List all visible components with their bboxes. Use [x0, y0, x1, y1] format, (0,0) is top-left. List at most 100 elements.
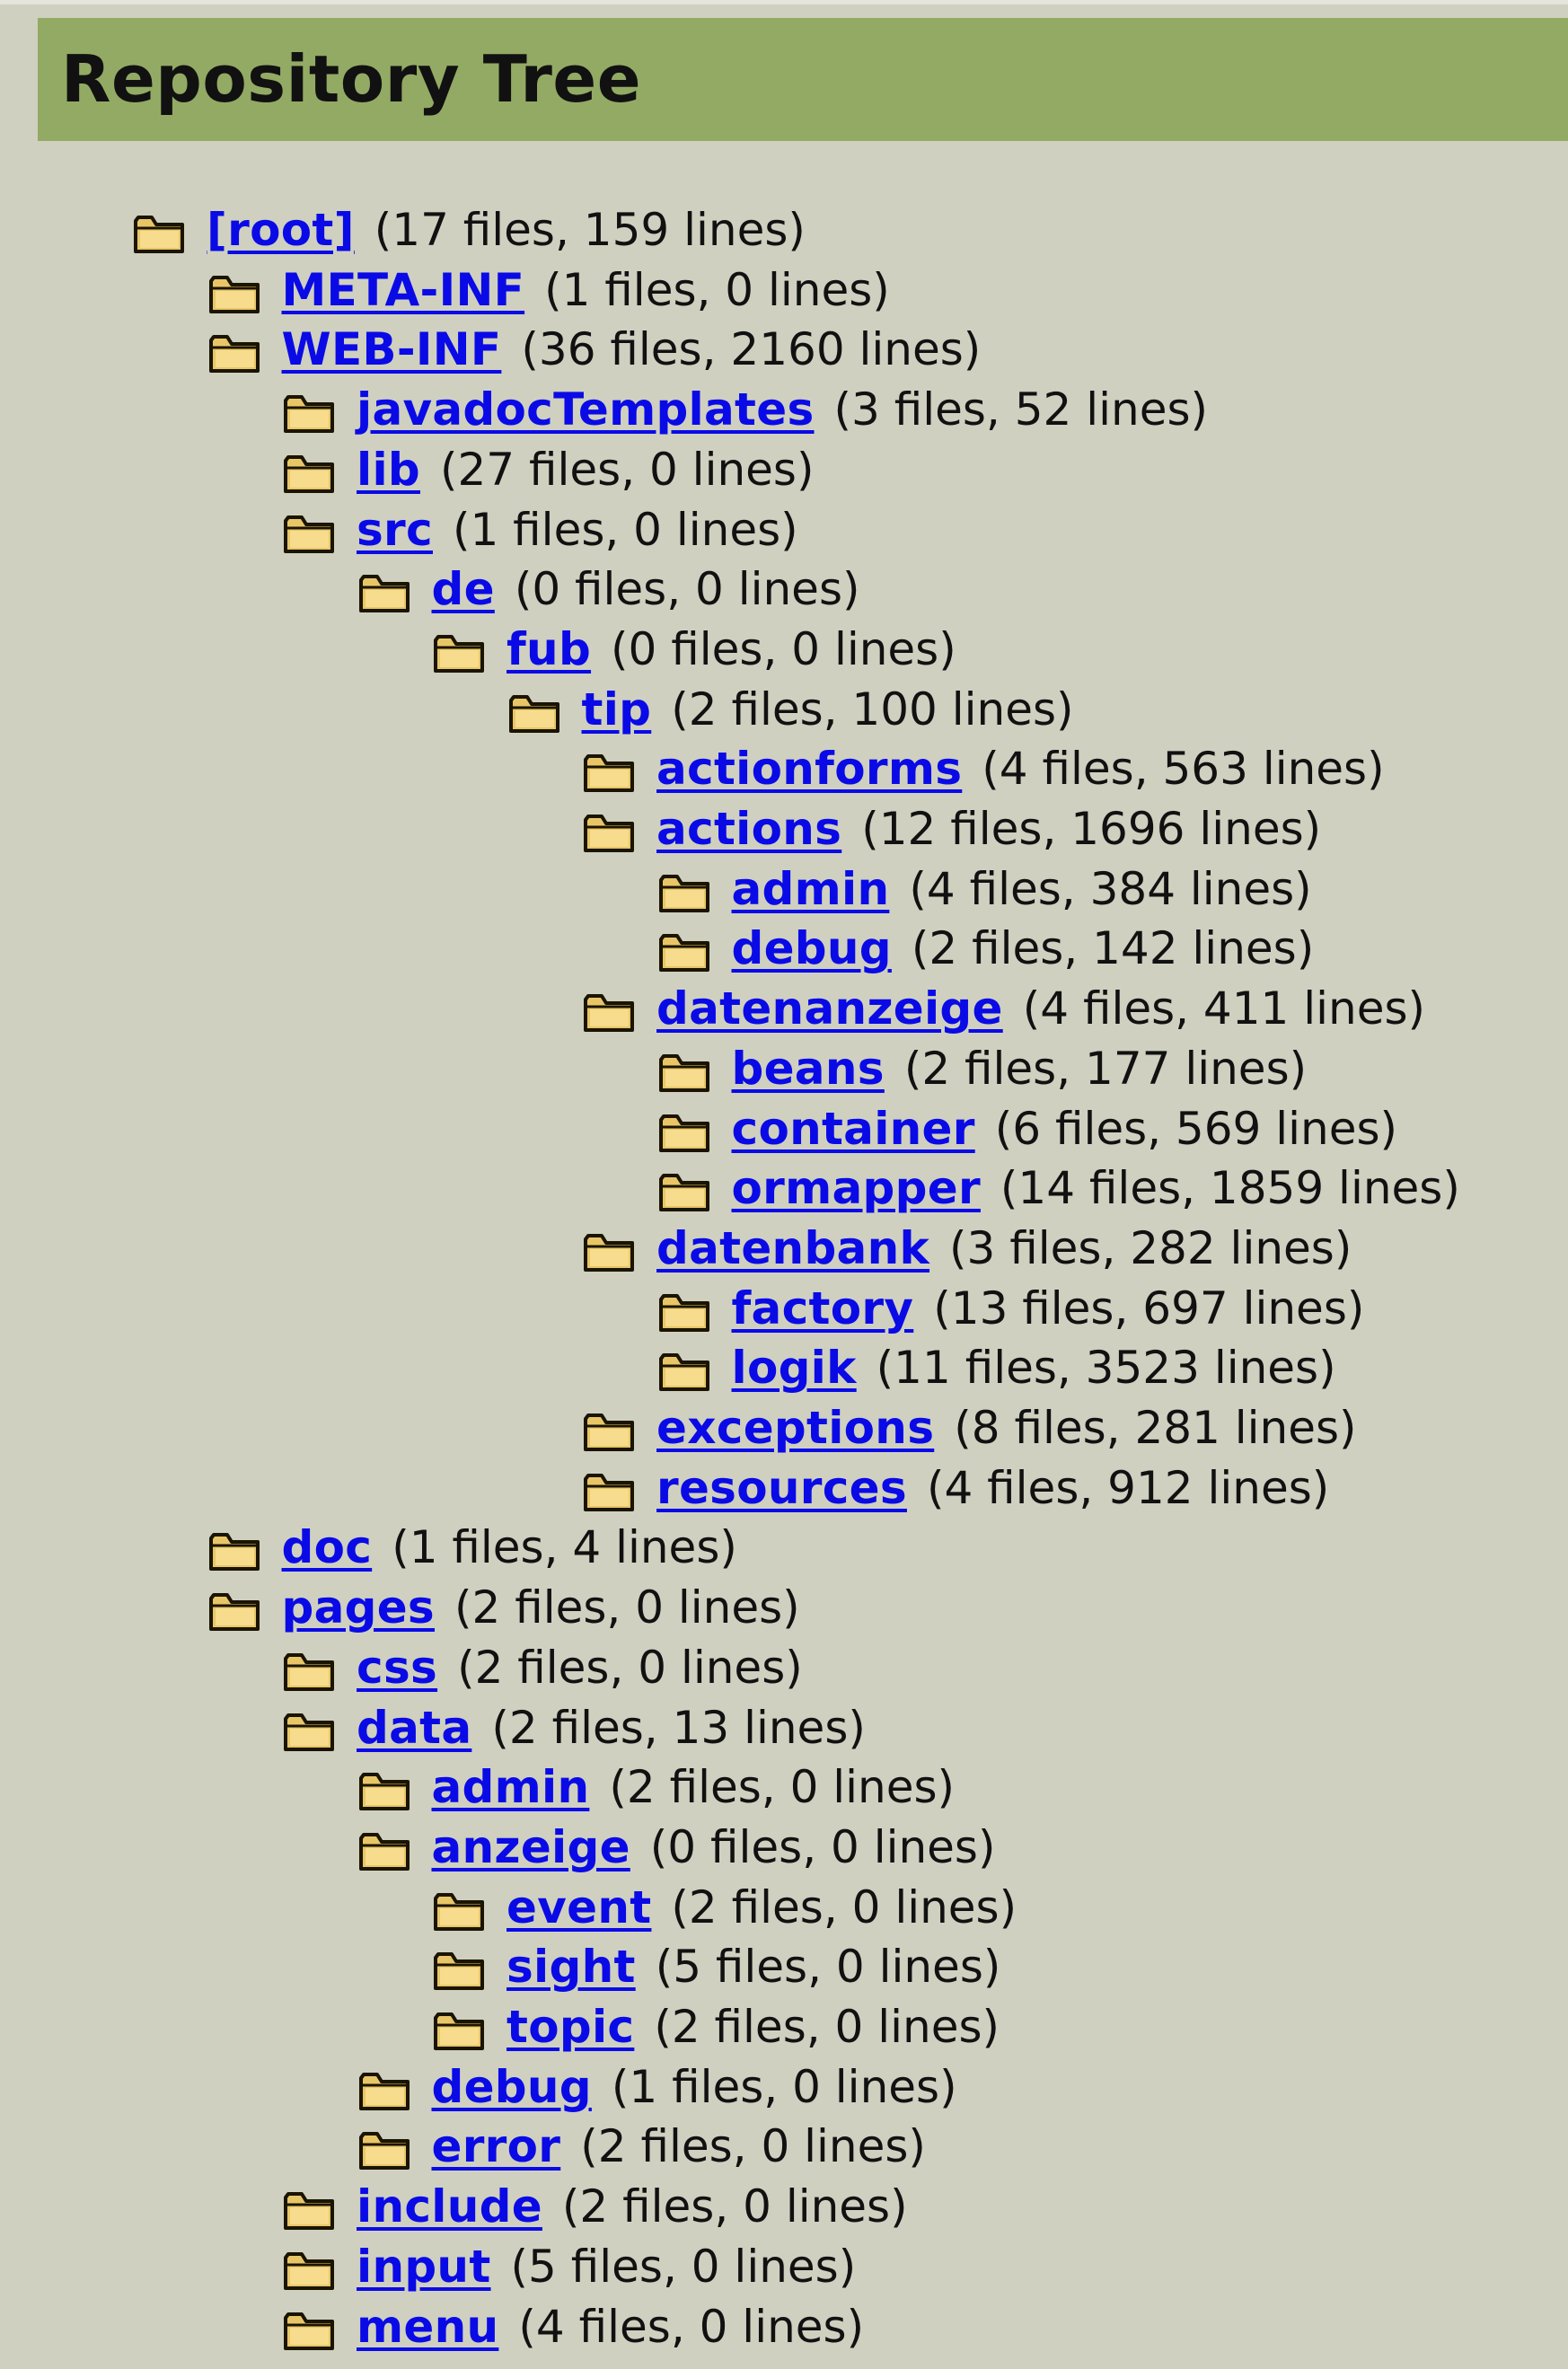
- tree-node-link[interactable]: src: [357, 503, 433, 556]
- tree-node-stats: (0 files, 0 lines): [649, 1820, 996, 1873]
- folder-icon: [583, 1467, 635, 1511]
- tree-node-stats: (0 files, 0 lines): [611, 622, 956, 675]
- tree-node-link[interactable]: menu: [357, 2300, 499, 2353]
- folder-icon: [283, 2186, 335, 2231]
- folder-icon: [283, 449, 335, 493]
- tree-node-link[interactable]: META-INF: [281, 263, 525, 316]
- folder-icon: [283, 509, 335, 553]
- tree-node-link[interactable]: logik: [731, 1342, 857, 1395]
- tree-node-link[interactable]: anzeige: [431, 1820, 630, 1873]
- tree-node-link[interactable]: topic: [507, 2001, 635, 2053]
- tree-node-stats: (5 files, 0 lines): [655, 1941, 1001, 1994]
- tree-node-stats: (2 files, 142 lines): [911, 922, 1315, 975]
- tree-node-stats: (0 files, 0 lines): [514, 563, 860, 616]
- folder-icon: [583, 808, 635, 852]
- tree-node-link[interactable]: debug: [731, 922, 892, 975]
- tree-node-stats: (27 files, 0 lines): [439, 443, 815, 496]
- page-title: Repository Tree: [61, 41, 642, 117]
- tree-node-link[interactable]: datenanzeige: [656, 982, 1003, 1035]
- tree-node-link[interactable]: [root]: [207, 204, 355, 256]
- tree-node-stats: (13 files, 697 lines): [933, 1281, 1365, 1334]
- folder-icon: [508, 689, 560, 733]
- tree-node-stats: (2 files, 13 lines): [491, 1701, 866, 1754]
- tree-node-link[interactable]: exceptions: [656, 1402, 935, 1454]
- tree-node-link[interactable]: event: [507, 1880, 652, 1933]
- folder-icon: [358, 1827, 410, 1871]
- folder-icon: [658, 1048, 710, 1092]
- tree-node-stats: (1 files, 0 lines): [452, 503, 798, 556]
- tree-node-link[interactable]: container: [731, 1102, 975, 1155]
- folder-icon: [658, 868, 710, 912]
- folder-icon: [283, 2246, 335, 2290]
- tree-node-stats: (8 files, 281 lines): [954, 1402, 1357, 1454]
- folder-icon: [433, 629, 485, 673]
- tree-node-stats: (4 files, 563 lines): [982, 743, 1385, 796]
- tree-node-link[interactable]: resources: [656, 1461, 907, 1514]
- tree-node-stats: (3 files, 52 lines): [833, 383, 1209, 436]
- tree-node-link[interactable]: datenbank: [656, 1221, 930, 1274]
- tree-node-stats: (1 files, 0 lines): [611, 2060, 957, 2113]
- folder-icon: [358, 1766, 410, 1811]
- tree-node-link[interactable]: pages: [281, 1581, 435, 1634]
- tree-node-link[interactable]: include: [357, 2180, 542, 2233]
- folder-icon: [433, 1887, 485, 1931]
- tree-node-link[interactable]: actionforms: [656, 743, 963, 796]
- tree-node-stats: (5 files, 0 lines): [510, 2240, 857, 2293]
- tree-node-stats: (3 files, 282 lines): [949, 1221, 1352, 1274]
- tree-node-stats: (2 files, 100 lines): [671, 683, 1074, 735]
- tree-node-link[interactable]: css: [357, 1641, 438, 1694]
- tree-node-link[interactable]: javadocTemplates: [357, 383, 815, 436]
- tree-node-stats: (4 files, 384 lines): [909, 862, 1312, 915]
- tree-node-stats: (12 files, 1696 lines): [861, 803, 1322, 855]
- tree-node-link[interactable]: admin: [731, 862, 890, 915]
- tree-node-stats: (36 files, 2160 lines): [521, 323, 982, 376]
- folder-icon: [208, 269, 260, 313]
- folder-icon: [433, 1946, 485, 1991]
- tree-node-stats: (2 files, 0 lines): [671, 1880, 1017, 1933]
- tree-node-link[interactable]: error: [431, 2120, 561, 2173]
- folder-icon: [283, 2306, 335, 2350]
- tree-node-stats: (11 files, 3523 lines): [876, 1342, 1336, 1395]
- tree-node-link[interactable]: fub: [507, 622, 592, 675]
- folder-icon: [208, 329, 260, 374]
- top-divider: [0, 0, 1568, 4]
- header-bar: Repository Tree: [38, 18, 1568, 141]
- folder-icon: [133, 209, 185, 253]
- tree-node-link[interactable]: factory: [731, 1281, 914, 1334]
- tree-node-stats: (2 files, 0 lines): [561, 2180, 908, 2233]
- tree-node-stats: (2 files, 0 lines): [454, 1581, 800, 1634]
- folder-icon: [208, 1587, 260, 1632]
- tree-node-link[interactable]: data: [357, 1701, 472, 1754]
- folder-icon: [658, 1167, 710, 1212]
- folder-icon: [583, 988, 635, 1033]
- tree-node-link[interactable]: lib: [357, 443, 420, 496]
- tree-node-link[interactable]: input: [357, 2240, 491, 2293]
- tree-node-link[interactable]: tip: [581, 683, 652, 735]
- tree-node-stats: (14 files, 1859 lines): [1000, 1162, 1460, 1215]
- tree-node-link[interactable]: doc: [281, 1521, 373, 1574]
- folder-icon: [583, 1407, 635, 1451]
- tree-node-stats: (4 files, 411 lines): [1022, 982, 1426, 1035]
- tree-node-link[interactable]: actions: [656, 803, 842, 855]
- tree-node-link[interactable]: admin: [431, 1761, 590, 1814]
- tree-node-link[interactable]: beans: [731, 1042, 885, 1095]
- tree-node-stats: (2 files, 0 lines): [580, 2120, 926, 2173]
- tree-node-link[interactable]: de: [431, 563, 495, 616]
- tree-node-link[interactable]: ormapper: [731, 1162, 981, 1215]
- tree-node-link[interactable]: debug: [431, 2060, 592, 2113]
- tree-node-link[interactable]: WEB-INF: [281, 323, 502, 376]
- folder-icon: [283, 1647, 335, 1691]
- tree-node-stats: (1 files, 4 lines): [392, 1521, 737, 1574]
- tree-node-stats: (6 files, 569 lines): [994, 1102, 1398, 1155]
- folder-icon: [658, 1108, 710, 1152]
- folder-icon: [283, 1707, 335, 1751]
- folder-icon: [583, 1228, 635, 1272]
- folder-icon: [283, 389, 335, 434]
- tree-node-stats: (2 files, 0 lines): [457, 1641, 803, 1694]
- folder-icon: [358, 2066, 410, 2110]
- folder-icon: [358, 568, 410, 613]
- tree-node-stats: (2 files, 177 lines): [903, 1042, 1308, 1095]
- tree-node-link[interactable]: sight: [507, 1941, 636, 1994]
- tree-node-stats: (4 files, 912 lines): [926, 1461, 1330, 1514]
